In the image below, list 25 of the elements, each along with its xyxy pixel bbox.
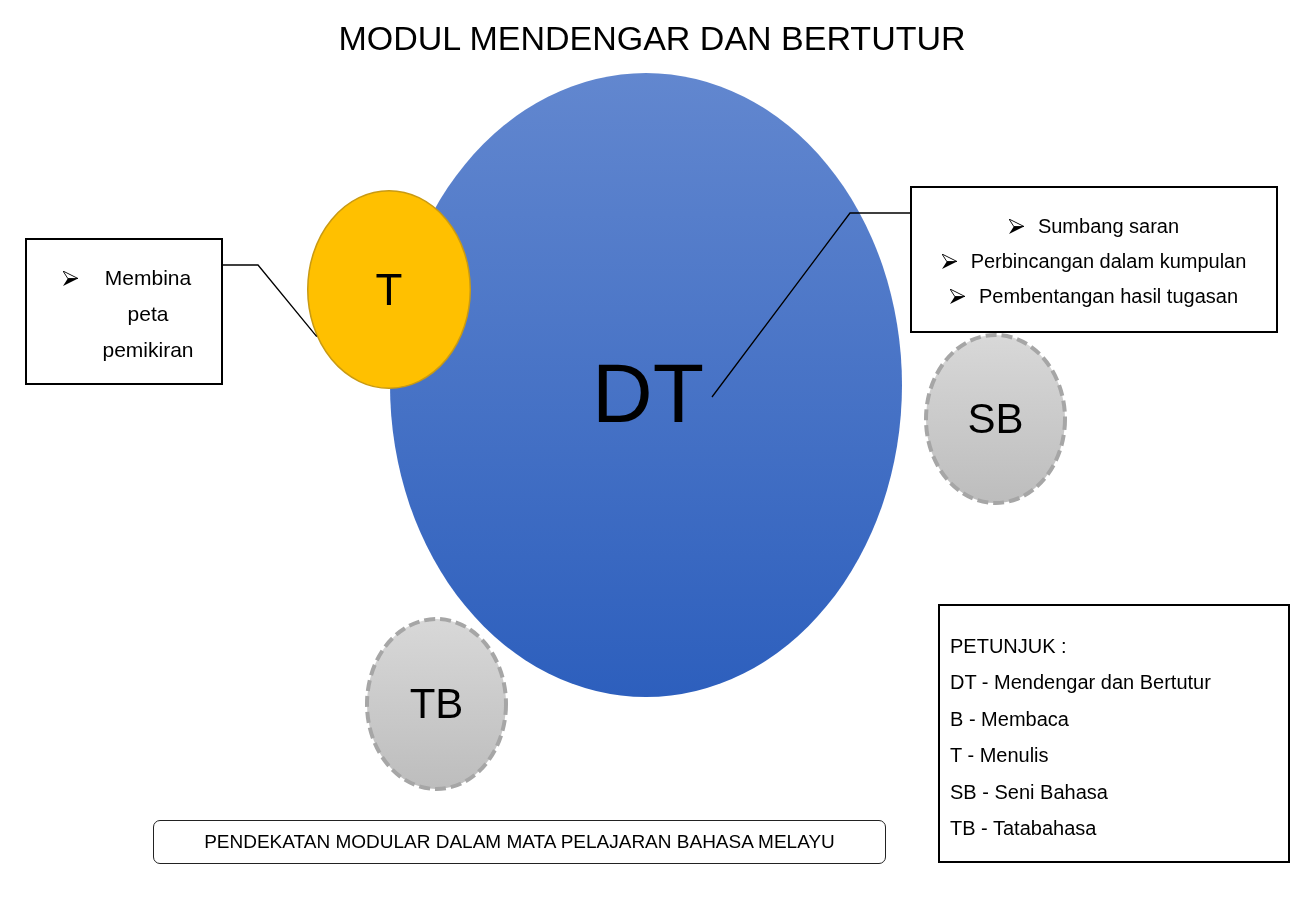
key-box	[938, 604, 1290, 863]
module-ellipse	[365, 617, 508, 791]
module-ellipse	[307, 190, 471, 389]
module-abbreviation: TB	[409, 683, 464, 725]
activity-text: Pembentangan hasil tugasan	[978, 284, 1239, 309]
caption-banner	[153, 820, 886, 864]
module-abbreviation: SB	[967, 398, 1024, 440]
key-entry: B - Membaca	[950, 707, 1069, 731]
key-heading: PETUNJUK :	[950, 634, 1067, 658]
key-entry: T - Menulis	[950, 744, 1049, 768]
leader-line	[711, 212, 911, 398]
activity-text: Sumbang saran	[1037, 214, 1180, 239]
activity-text: Perbincangan dalam kumpulan	[970, 249, 1247, 274]
module-abbreviation: DT	[592, 351, 704, 435]
leader-line	[222, 264, 318, 338]
module-abbreviation: T	[375, 267, 403, 312]
key-entry: TB - Tatabahasa	[950, 817, 1097, 841]
note-box	[25, 238, 223, 385]
key-entry: SB - Seni Bahasa	[950, 780, 1108, 804]
key-entry: DT - Mendengar dan Bertutur	[950, 671, 1211, 695]
diagram-title: MODUL MENDENGAR DAN BERTUTUR	[338, 20, 966, 58]
activity-text: Membina peta pemikiran	[101, 265, 195, 363]
note-box	[910, 186, 1278, 333]
module-ellipse	[924, 333, 1067, 505]
caption-text: PENDEKATAN MODULAR DALAM MATA PELAJARAN BAHASA MELAYU	[204, 831, 835, 853]
